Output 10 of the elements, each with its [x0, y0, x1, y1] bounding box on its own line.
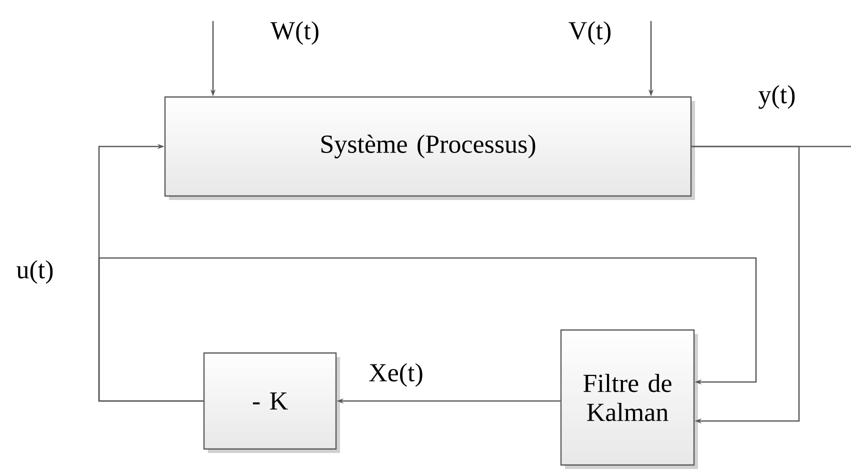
process-box: Système (Processus) [164, 96, 695, 200]
arrow [98, 257, 757, 402]
edge-label: y(t) [757, 84, 797, 110]
edge-label: Xe(t) [368, 362, 424, 388]
edge-label: W(t) [269, 20, 321, 46]
gain-box: - K [203, 352, 340, 453]
edge-label: V(t) [567, 20, 613, 46]
arrow [692, 146, 800, 424]
filter-box: Filtre de Kalman [560, 329, 698, 469]
edge-label: u(t) [15, 259, 55, 285]
